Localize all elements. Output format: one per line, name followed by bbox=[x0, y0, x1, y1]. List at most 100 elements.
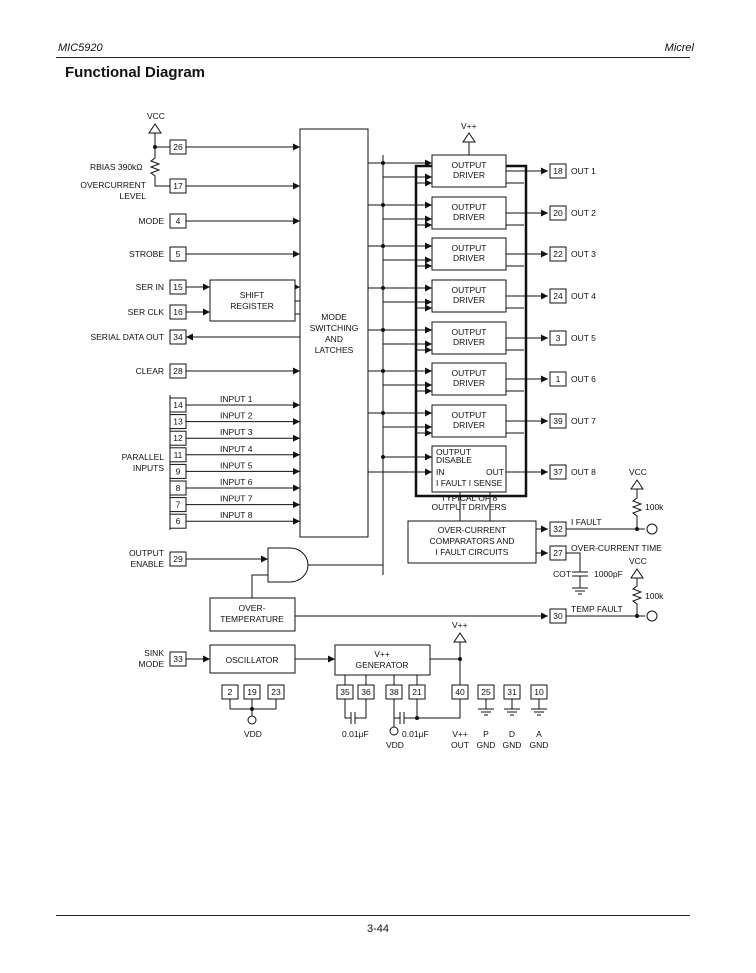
overtemperature-block bbox=[209, 597, 296, 632]
and-gate bbox=[267, 547, 309, 583]
bottom-label-1: V++OUT bbox=[451, 729, 469, 750]
parallel-input-3-label: INPUT 3 bbox=[220, 427, 253, 437]
out-2-label: OUT 2 bbox=[571, 208, 596, 218]
output-driver-7 bbox=[431, 404, 507, 438]
out-pin-37 bbox=[549, 464, 567, 480]
parallel-pin-8-number: 8 bbox=[176, 483, 181, 493]
out-pin-3-number: 3 bbox=[556, 333, 561, 343]
output-driver-3 bbox=[431, 237, 507, 271]
vcc-label: VCC bbox=[147, 111, 165, 121]
osc-pin-2-number: 2 bbox=[228, 687, 233, 697]
out-pin-22-number: 22 bbox=[553, 249, 563, 259]
out-5-label: OUT 5 bbox=[571, 333, 596, 343]
vpp-capacitor-label: 0.01μF bbox=[402, 729, 429, 739]
ifault-pin-number: 32 bbox=[553, 524, 563, 534]
out-pin-18 bbox=[549, 163, 567, 179]
header-rule bbox=[56, 57, 690, 58]
vpp-top-symbol bbox=[462, 132, 476, 155]
gnd-pin-25-number: 25 bbox=[481, 687, 491, 697]
pin-34-label: SERIAL DATA OUT bbox=[90, 332, 164, 342]
page-title: Functional Diagram bbox=[65, 64, 206, 81]
pin-17-number: 17 bbox=[173, 181, 183, 191]
output-enable-pin-number: 29 bbox=[173, 554, 183, 564]
vpp-generator-label: V++GENERATOR bbox=[355, 649, 408, 670]
out-pin-22 bbox=[549, 246, 567, 262]
driver8-sense: I FAULT I SENSE bbox=[436, 478, 503, 488]
pin-16-number: 16 bbox=[173, 307, 183, 317]
parallel-input-8-label: INPUT 8 bbox=[220, 510, 253, 520]
out-pin-37-number: 37 bbox=[553, 467, 563, 477]
parallel-pin-6-number: 6 bbox=[176, 516, 181, 526]
pin-28-label: CLEAR bbox=[136, 366, 164, 376]
pin-4-number: 4 bbox=[176, 216, 181, 226]
ifault-label: I FAULT bbox=[571, 517, 602, 527]
output-driver-1 bbox=[431, 154, 507, 188]
out-pin-24 bbox=[549, 288, 567, 304]
vcc-symbol bbox=[148, 123, 162, 147]
parallel-input-4-label: INPUT 4 bbox=[220, 444, 253, 454]
out-8-label: OUT 8 bbox=[571, 467, 596, 477]
vpp-generator-block bbox=[334, 644, 431, 676]
ifault-terminal bbox=[646, 523, 658, 535]
parallel-pin-7-number: 7 bbox=[176, 500, 181, 510]
gen-vdd-label: VDD bbox=[386, 740, 404, 750]
tempfault-pullup bbox=[630, 568, 644, 616]
parallel-pin-9-number: 9 bbox=[176, 466, 181, 476]
out-pin-3 bbox=[549, 330, 567, 346]
driver8-out: OUT bbox=[486, 467, 504, 477]
oscillator-label: OSCILLATOR bbox=[225, 655, 278, 665]
osc-pin-23-number: 23 bbox=[271, 687, 281, 697]
octime-label: OVER-CURRENT TIME bbox=[571, 543, 662, 553]
footer-rule bbox=[56, 915, 690, 916]
gen-pin-21-number: 21 bbox=[412, 687, 422, 697]
ifault-resistor-label: 100k bbox=[645, 502, 664, 512]
out-pin-39-number: 39 bbox=[553, 416, 563, 426]
pin-5-label: STROBE bbox=[129, 249, 164, 259]
pin-28-number: 28 bbox=[173, 366, 183, 376]
overcurrent-block bbox=[407, 520, 537, 564]
ifault-pullup bbox=[630, 479, 644, 529]
output-driver-4 bbox=[431, 279, 507, 313]
octime-pin-number: 27 bbox=[553, 548, 563, 558]
header-part-number: MIC5920 bbox=[58, 42, 103, 54]
oscillator-block bbox=[209, 644, 296, 674]
tempfault-vcc-label: VCC bbox=[629, 556, 647, 566]
parallel-pin-14-number: 14 bbox=[173, 400, 183, 410]
out-pin-18-number: 18 bbox=[553, 166, 563, 176]
parallel-pin-11-number: 11 bbox=[174, 450, 183, 460]
out-6-label: OUT 6 bbox=[571, 374, 596, 384]
out-3-label: OUT 3 bbox=[571, 249, 596, 259]
osc-pin-19-number: 19 bbox=[247, 687, 257, 697]
tempfault-label: TEMP FAULT bbox=[571, 604, 623, 614]
cot-capacitor bbox=[566, 552, 588, 595]
output-driver-8 bbox=[431, 445, 507, 493]
out-7-label: OUT 7 bbox=[571, 416, 596, 426]
parallel-pin-13-number: 13 bbox=[173, 417, 183, 427]
gen-pin-35-number: 35 bbox=[340, 687, 350, 697]
sink-mode-pin-number: 33 bbox=[173, 654, 183, 664]
pin-15-number: 15 bbox=[173, 282, 183, 292]
out-pin-24-number: 24 bbox=[553, 291, 563, 301]
overtemperature-label: OVER-TEMPERATURE bbox=[220, 603, 284, 624]
out-4-label: OUT 4 bbox=[571, 291, 596, 301]
output-driver-5 bbox=[431, 321, 507, 355]
vpp-capacitor bbox=[393, 699, 461, 724]
vpp-out-symbol bbox=[453, 632, 467, 659]
pin-15-label: SER IN bbox=[136, 282, 164, 292]
out-pin-20 bbox=[549, 205, 567, 221]
parallel-input-2-label: INPUT 2 bbox=[220, 411, 253, 421]
parallel-input-5-label: INPUT 5 bbox=[220, 460, 253, 470]
tempfault-resistor-label: 100k bbox=[645, 591, 664, 601]
gnd-pin-10-number: 10 bbox=[534, 687, 544, 697]
header-company: Micrel bbox=[664, 42, 694, 54]
